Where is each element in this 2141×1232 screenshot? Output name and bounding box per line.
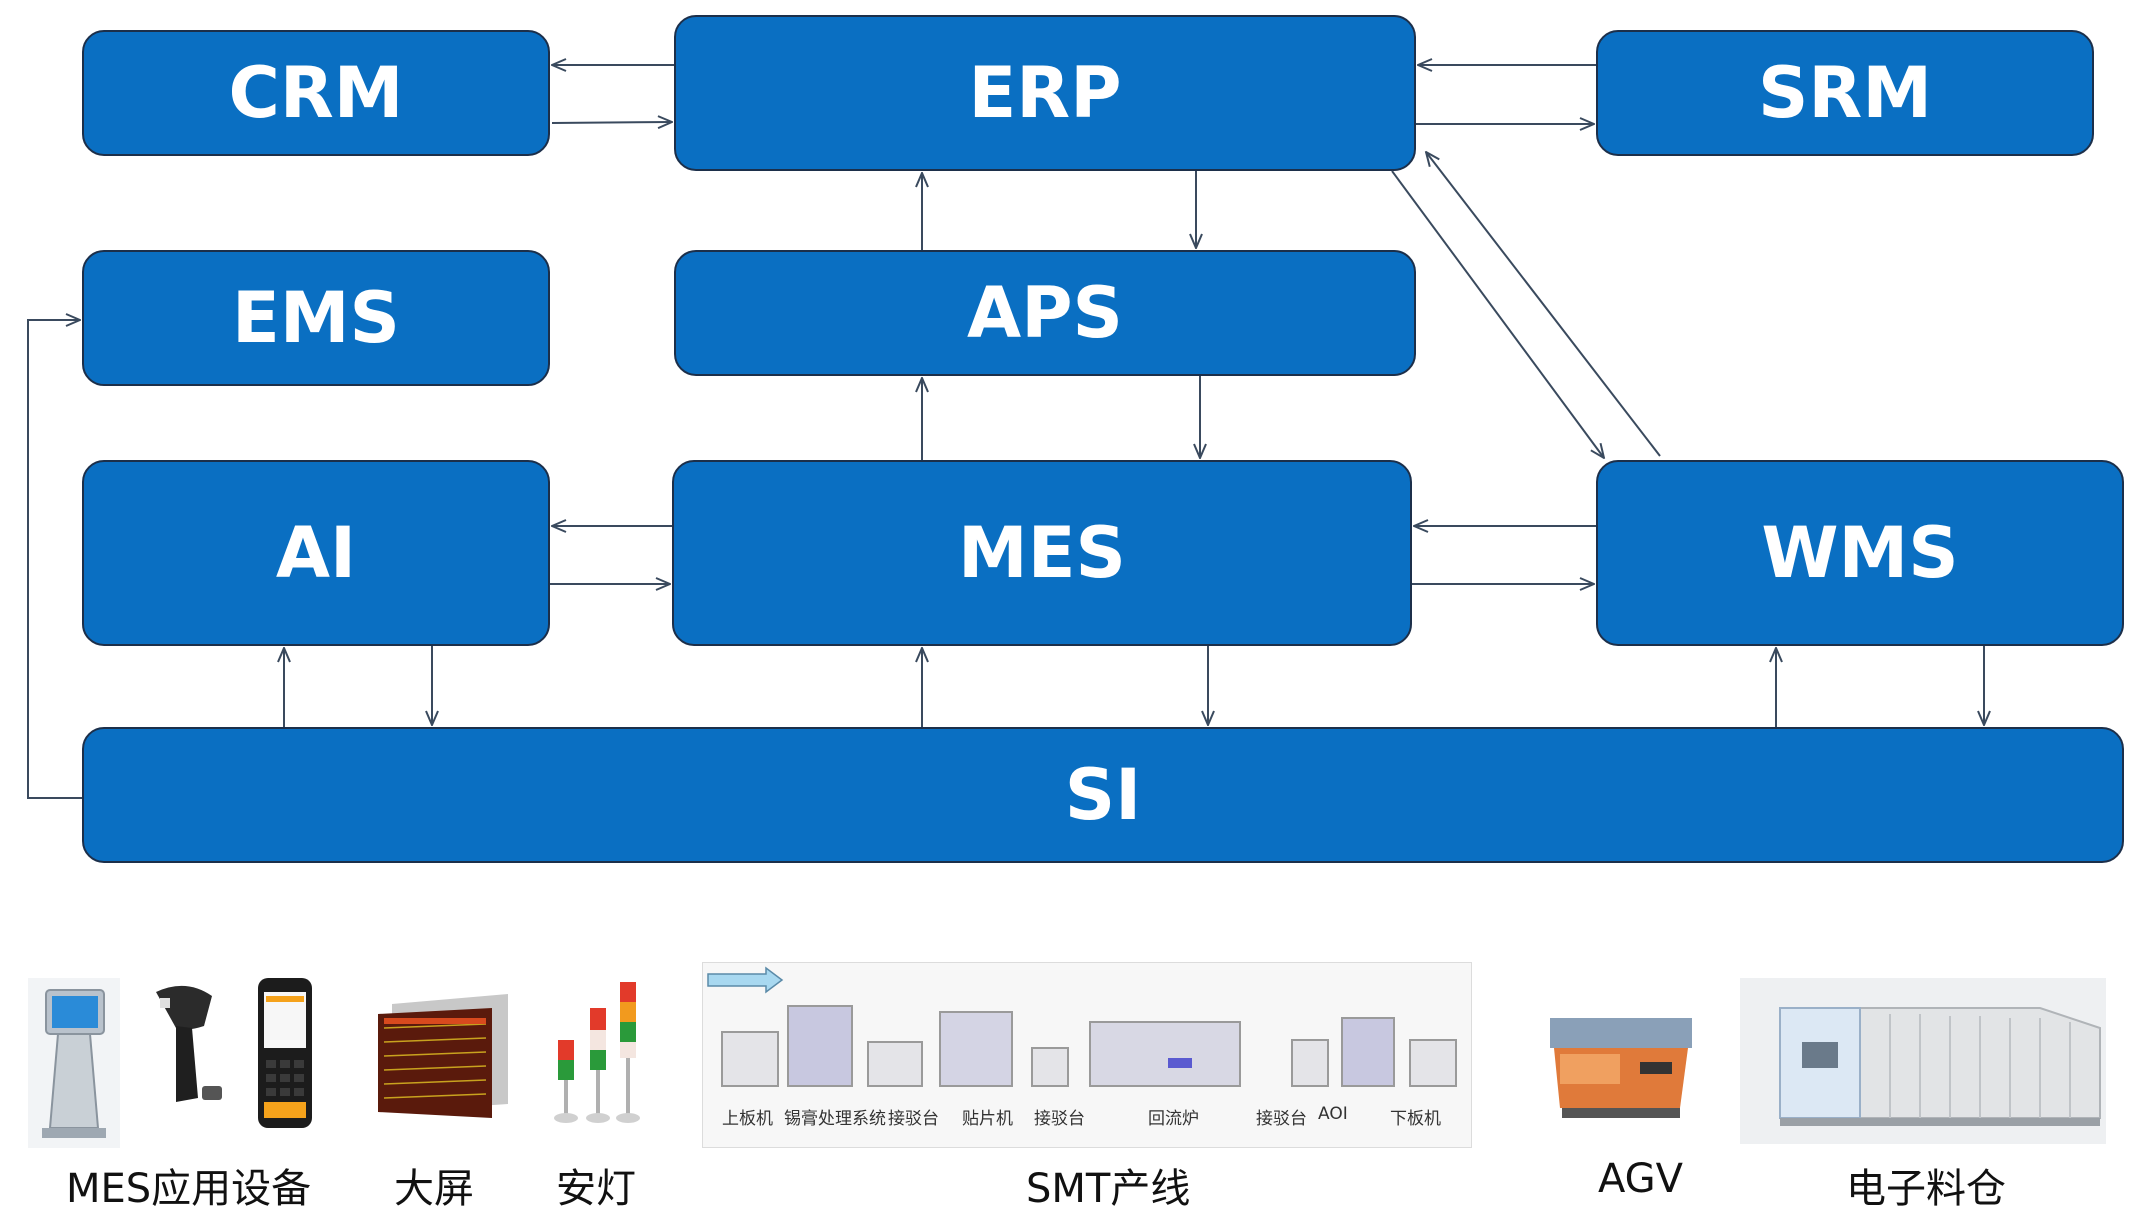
- smt-station-conveyor-2: 接驳台: [1034, 1109, 1085, 1129]
- smt-station-conveyor-1: 接驳台: [888, 1109, 939, 1129]
- smt-station-reflow: 回流炉: [1148, 1109, 1199, 1129]
- aps-label: APS: [967, 272, 1123, 354]
- andon-light-icon: [554, 982, 640, 1123]
- flow-direction-icon: [707, 966, 784, 994]
- arrow-wms-to-erp: [1426, 152, 1661, 457]
- wms-label: WMS: [1761, 512, 1959, 594]
- mes-box: MES: [672, 460, 1412, 646]
- label-big-screen: 大屏: [394, 1166, 474, 1212]
- material-warehouse-icon: [1740, 978, 2106, 1144]
- label-andon: 安灯: [556, 1166, 636, 1212]
- ems-box: EMS: [82, 250, 550, 386]
- ai-label: AI: [275, 512, 357, 594]
- smt-station-unloader: 下板机: [1390, 1109, 1441, 1129]
- mes-label: MES: [958, 512, 1126, 594]
- handheld-terminal-icon: [258, 978, 312, 1128]
- label-e-warehouse: 电子料仓: [1846, 1166, 2006, 1212]
- si-box: SI: [82, 727, 2124, 863]
- erp-box: ERP: [674, 15, 1416, 171]
- label-smt-line: SMT产线: [1026, 1166, 1191, 1212]
- crm-label: CRM: [228, 52, 404, 134]
- smt-station-conveyor-3: 接驳台: [1256, 1109, 1307, 1129]
- big-screen-icon: [378, 994, 508, 1118]
- erp-label: ERP: [968, 52, 1122, 134]
- label-agv: AGV: [1598, 1156, 1684, 1202]
- smt-station-loader: 上板机: [722, 1109, 773, 1129]
- smt-station-solder-paste: 锡膏处理系统: [784, 1109, 886, 1129]
- label-mes-devices: MES应用设备: [66, 1166, 312, 1212]
- ai-box: AI: [82, 460, 550, 646]
- arrow-si-to-ems: [27, 320, 82, 799]
- ems-label: EMS: [232, 277, 400, 359]
- smt-station-placement: 贴片机: [962, 1109, 1013, 1129]
- smt-station-aoi: AOI: [1318, 1104, 1348, 1124]
- arrow-crm-to-erp: [551, 122, 672, 123]
- si-label: SI: [1064, 754, 1142, 836]
- crm-box: CRM: [82, 30, 550, 156]
- srm-label: SRM: [1758, 52, 1932, 134]
- barcode-scanner-icon: [156, 985, 222, 1102]
- aps-box: APS: [674, 250, 1416, 376]
- arrow-erp-to-wms: [1391, 170, 1604, 458]
- wms-box: WMS: [1596, 460, 2124, 646]
- agv-icon: [1550, 1018, 1692, 1118]
- srm-box: SRM: [1596, 30, 2094, 156]
- smt-line-diagram: [702, 962, 1472, 1148]
- kiosk-terminal-icon: [28, 978, 120, 1148]
